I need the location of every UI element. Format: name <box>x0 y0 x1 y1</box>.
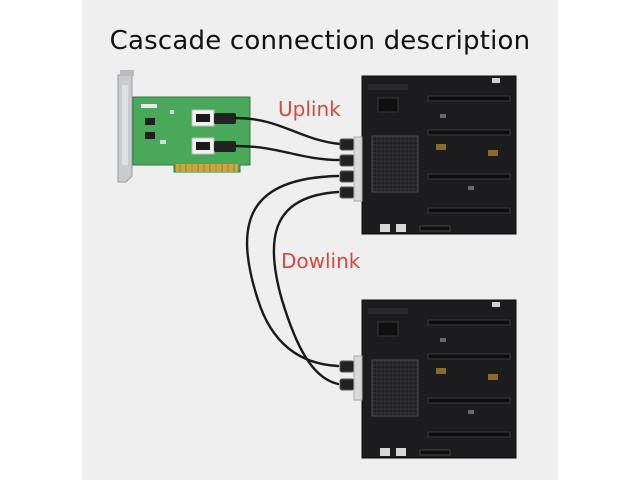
page-title: Cascade connection description <box>109 26 531 56</box>
downlink-cable-2 <box>272 190 340 386</box>
board-top-slot-4 <box>427 207 511 214</box>
downlink-cable-1 <box>245 174 340 368</box>
board-top-slot-1 <box>427 95 511 102</box>
board-top-slot-3 <box>427 173 511 180</box>
slimsas-connector-top <box>191 109 215 127</box>
pci-bracket <box>117 70 134 183</box>
slimsas-connector-bottom <box>191 137 215 155</box>
board-bottom-port-2 <box>339 378 355 391</box>
downlink-label: Dowlink <box>281 249 361 273</box>
host-adapter-card <box>117 70 251 183</box>
board-top-slot-2 <box>427 129 511 136</box>
board-top-port-3 <box>339 170 355 183</box>
adapter-plug-top <box>214 113 236 124</box>
board-bottom-slot-4 <box>427 431 511 438</box>
board-top-port-1 <box>339 138 355 151</box>
pcie-gold-fingers <box>176 164 238 172</box>
expansion-board-bottom <box>339 299 517 459</box>
board-bottom-slot-1 <box>427 319 511 326</box>
uplink-cable-2 <box>234 144 342 162</box>
board-bottom-slot-3 <box>427 397 511 404</box>
board-bottom-heatsink <box>371 359 419 417</box>
board-top-heatsink <box>371 135 419 193</box>
uplink-label: Uplink <box>278 97 341 121</box>
board-bottom-port-1 <box>339 360 355 373</box>
board-top-port-4 <box>339 186 355 199</box>
cables <box>234 116 342 386</box>
adapter-plug-bottom <box>214 141 236 152</box>
board-bottom-slot-2 <box>427 353 511 360</box>
uplink-cable-1 <box>234 116 342 146</box>
expansion-board-top <box>339 75 517 235</box>
board-top-port-2 <box>339 154 355 167</box>
